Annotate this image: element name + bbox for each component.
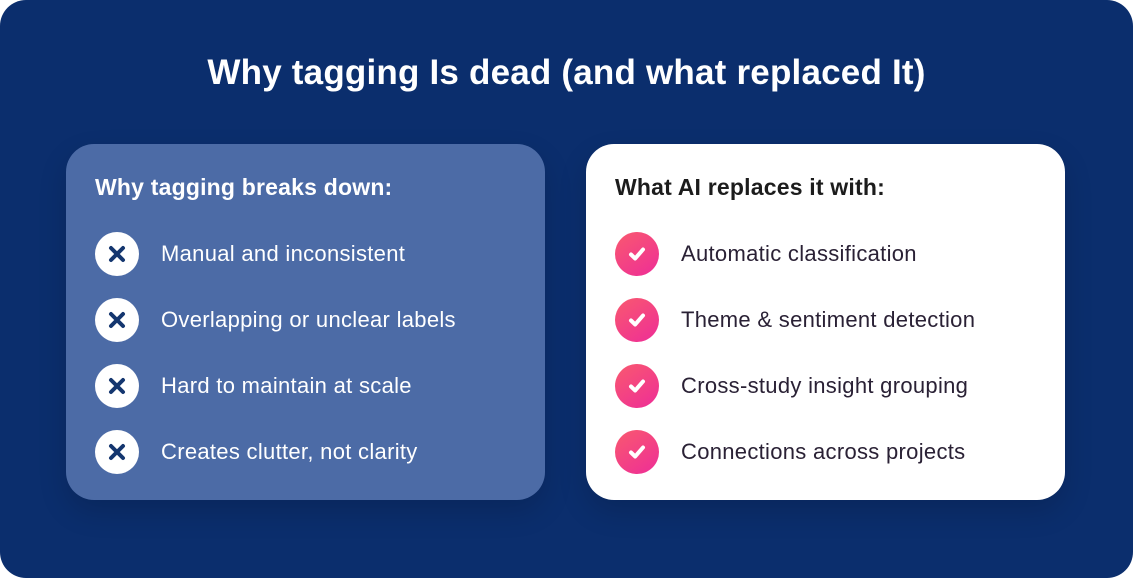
x-icon (95, 232, 139, 276)
cards-row: Why tagging breaks down: Manual and inco… (66, 144, 1065, 500)
list-item-label: Overlapping or unclear labels (161, 307, 456, 332)
tagging-problems-card-title: Why tagging breaks down: (95, 174, 393, 200)
list-item: Theme & sentiment detection (615, 298, 1037, 342)
ai-replacements-card-title: What AI replaces it with: (615, 174, 885, 200)
check-icon (615, 298, 659, 342)
check-icon (615, 232, 659, 276)
x-icon (95, 364, 139, 408)
tagging-problems-list: Manual and inconsistent Overlapping or u… (95, 232, 517, 474)
x-icon (95, 430, 139, 474)
list-item: Connections across projects (615, 430, 1037, 474)
list-item-label: Theme & sentiment detection (681, 307, 976, 332)
ai-replacements-card: What AI replaces it with: Automatic clas… (586, 144, 1065, 500)
list-item: Automatic classification (615, 232, 1037, 276)
list-item: Hard to maintain at scale (95, 364, 517, 408)
ai-replacements-list: Automatic classification Theme & sentime… (615, 232, 1037, 474)
list-item: Creates clutter, not clarity (95, 430, 517, 474)
list-item-label: Manual and inconsistent (161, 241, 406, 266)
tagging-problems-card: Why tagging breaks down: Manual and inco… (66, 144, 545, 500)
x-icon (95, 298, 139, 342)
page-title: Why tagging Is dead (and what replaced I… (207, 53, 926, 92)
check-icon (615, 430, 659, 474)
list-item: Manual and inconsistent (95, 232, 517, 276)
list-item-label: Cross-study insight grouping (681, 373, 969, 398)
list-item-label: Hard to maintain at scale (161, 373, 412, 398)
list-item: Overlapping or unclear labels (95, 298, 517, 342)
list-item: Cross-study insight grouping (615, 364, 1037, 408)
list-item-label: Creates clutter, not clarity (161, 439, 418, 464)
check-icon (615, 364, 659, 408)
list-item-label: Automatic classification (681, 241, 917, 266)
list-item-label: Connections across projects (681, 439, 966, 464)
